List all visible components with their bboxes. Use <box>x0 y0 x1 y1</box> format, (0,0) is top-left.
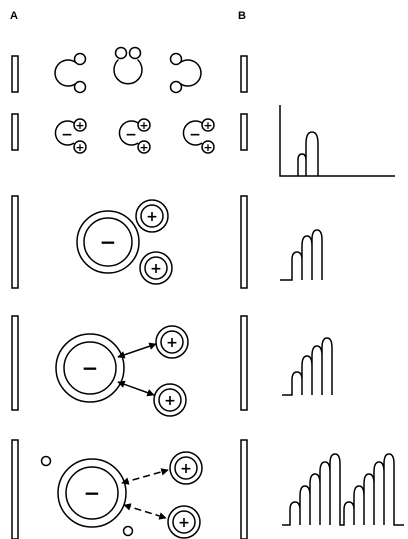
trace-row-5 <box>282 454 404 525</box>
positive-sign: + <box>166 335 178 351</box>
membrane-bar-b1 <box>241 56 247 92</box>
panel-label-a: A <box>10 10 18 22</box>
neutral-cluster-2 <box>114 48 142 84</box>
negative-sign: − <box>82 356 99 380</box>
positive-sign: + <box>146 209 158 225</box>
membrane-bar-a4 <box>12 316 18 410</box>
panel-label-b: B <box>238 10 246 22</box>
force-arrow-5a <box>122 470 168 483</box>
membrane-bar-a1 <box>12 56 18 92</box>
membrane-bar-b4 <box>241 316 247 410</box>
negative-sign: − <box>125 127 137 143</box>
positive-sign: + <box>178 515 190 531</box>
force-arrow-4b <box>118 382 154 395</box>
positive-sign: + <box>164 393 176 409</box>
membrane-bar-b2 <box>241 114 247 150</box>
trace-row-3 <box>280 230 322 280</box>
membrane-bar-b3 <box>241 196 247 288</box>
negative-sign: − <box>100 230 117 254</box>
small-particle-5a <box>42 457 51 466</box>
membrane-bar-a3 <box>12 196 18 288</box>
force-arrow-5b <box>124 505 166 518</box>
positive-sign: + <box>139 119 148 132</box>
trace-row-4 <box>282 338 332 395</box>
positive-sign: + <box>139 141 148 154</box>
positive-sign: + <box>180 461 192 477</box>
positive-sign: + <box>75 141 84 154</box>
positive-sign: + <box>203 119 212 132</box>
small-particle-5b <box>124 527 133 536</box>
membrane-bar-b5 <box>241 440 247 539</box>
force-arrow-4a <box>118 344 156 357</box>
trace-row-2 <box>280 105 395 176</box>
membrane-bar-a5 <box>12 440 18 539</box>
positive-sign: + <box>75 119 84 132</box>
negative-sign: − <box>189 127 201 143</box>
neutral-cluster-1 <box>55 54 85 93</box>
positive-sign: + <box>203 141 212 154</box>
neutral-cluster-3 <box>171 54 201 93</box>
positive-sign: + <box>150 261 162 277</box>
membrane-bar-a2 <box>12 114 18 150</box>
negative-sign: − <box>61 127 73 143</box>
negative-sign: − <box>84 481 101 505</box>
